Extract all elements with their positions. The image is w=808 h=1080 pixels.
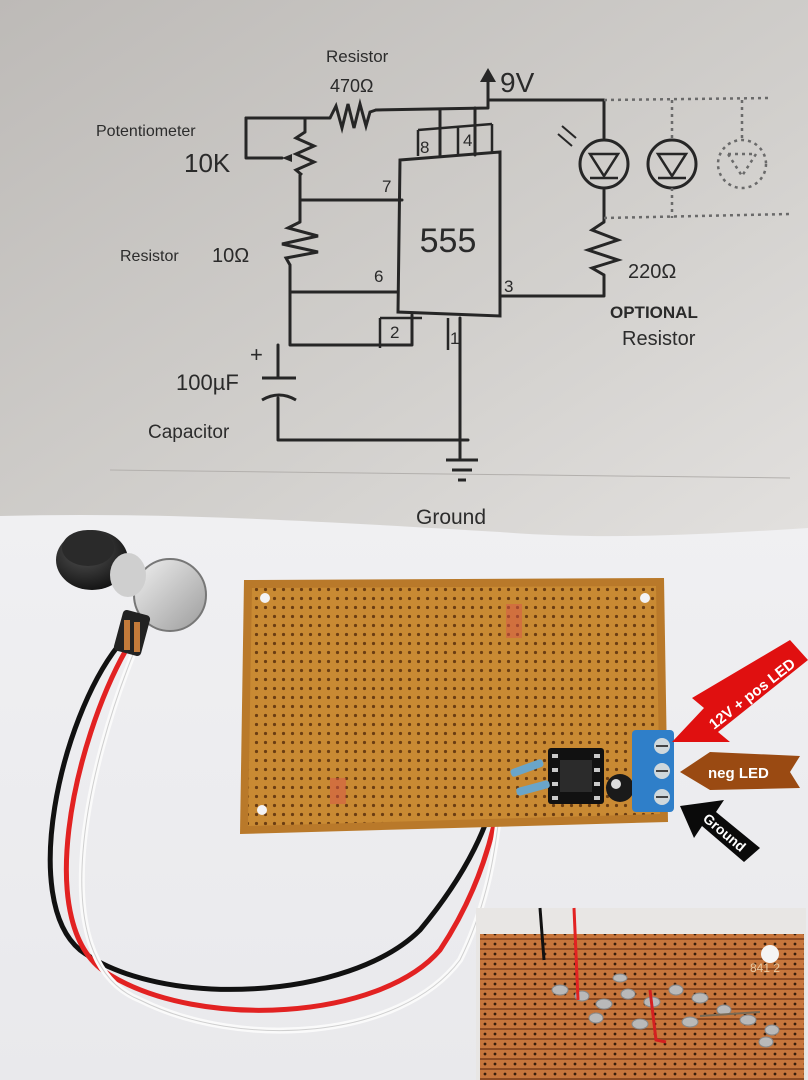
resistor-470-symbol: Resistor 470Ω (326, 47, 389, 134)
inset-board-marking: 841 2 (750, 961, 780, 975)
supply-label: 9V (500, 67, 535, 98)
pin-1-label: 1 (450, 329, 459, 348)
optional-label: OPTIONAL (610, 303, 698, 322)
potentiometer-title: Potentiometer (96, 123, 196, 140)
arrow-neg-led: neg LED (680, 752, 800, 790)
pin-2-label: 2 (390, 323, 399, 342)
led-2-symbol (646, 138, 698, 190)
resistor-10-symbol: Resistor 10Ω (120, 220, 319, 267)
pin-7-label: 7 (382, 177, 391, 196)
schematic-paper: 555 8 4 7 6 3 2 1 Resistor 470Ω 9V Poten… (0, 0, 808, 537)
capacitor-symbol: + 100µF Capacitor (148, 342, 297, 443)
optional-resistor-label: Resistor (622, 328, 696, 350)
capacitor-title: Capacitor (148, 422, 230, 443)
cables (47, 643, 505, 1034)
components (510, 730, 674, 812)
led-3-dotted-symbol (603, 96, 791, 220)
ic-label: 555 (420, 222, 477, 260)
potentiometer-photo (56, 530, 207, 657)
ic-555-symbol: 555 8 4 7 6 3 2 1 (374, 122, 513, 350)
led-1-symbol (557, 125, 630, 190)
ground-symbol (446, 458, 478, 482)
pin-3-label: 3 (504, 277, 513, 296)
capacitor-value: 100µF (176, 370, 239, 395)
resistor-470-value: 470Ω (330, 76, 374, 96)
arrow-neg-led-label: neg LED (708, 765, 769, 782)
resistor-10-value: 10Ω (212, 245, 249, 267)
resistor-220-value: 220Ω (628, 261, 676, 283)
resistor-10-title: Resistor (120, 248, 179, 265)
potentiometer-value: 10K (184, 148, 231, 178)
schematic-wires (244, 70, 606, 460)
potentiometer-symbol: Potentiometer 10K (96, 123, 318, 178)
capacitor-plus: + (250, 342, 263, 367)
supply-9v: 9V (480, 67, 535, 98)
pin-6-label: 6 (374, 267, 383, 286)
pin-4-label: 4 (463, 131, 472, 150)
resistor-470-title: Resistor (326, 47, 389, 66)
resistor-220-symbol: 220Ω OPTIONAL Resistor (583, 220, 698, 350)
ground-label: Ground (416, 506, 486, 529)
inset-stripboard-photo: 841 2 (476, 907, 806, 1080)
pin-8-label: 8 (420, 138, 429, 157)
